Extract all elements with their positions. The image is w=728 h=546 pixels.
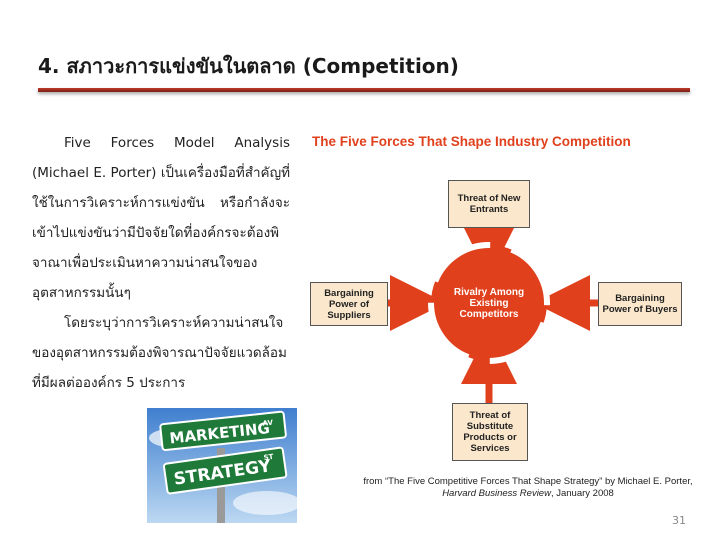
sign-bottom-suffix: ST [263, 453, 274, 462]
diagram-title: The Five Forces That Shape Industry Comp… [312, 134, 631, 149]
force-box-suppliers: Bargaining Power of Suppliers [310, 282, 388, 326]
source-journal: Harvard Business Review [442, 488, 551, 499]
street-sign-photo: MARKETING AV STRATEGY ST [147, 408, 297, 523]
force-box-buyers: Bargaining Power of Buyers [598, 282, 682, 326]
diagram-source: from “The Five Competitive Forces That S… [358, 476, 698, 500]
title-divider [38, 88, 690, 92]
center-circle [431, 245, 547, 361]
force-box-threat-of-new-entrants: Threat of New Entrants [448, 180, 530, 228]
five-forces-arrows [388, 222, 598, 403]
body-paragraph-1: Five Forces Model Analysis (Michael E. P… [32, 135, 290, 301]
force-center-rivalry: Rivalry Among Existing Competitors [453, 286, 525, 320]
force-box-substitutes: Threat of Substitute Products or Service… [452, 403, 528, 461]
source-date: , January 2008 [550, 488, 614, 499]
street-sign-illustration: MARKETING AV STRATEGY ST [147, 408, 297, 523]
body-paragraph-2: โดยระบุว่าการวิเคราะห์ความน่าสนใจของอุตส… [32, 315, 287, 391]
page-number: 31 [672, 514, 686, 527]
slide-title: 4. สภาวะการแข่งขันในตลาด (Competition) [38, 54, 459, 78]
source-prefix: from “The Five Competitive Forces That S… [363, 476, 693, 487]
sign-top-suffix: AV [262, 419, 274, 428]
body-text: Five Forces Model Analysis (Michael E. P… [32, 128, 290, 398]
five-forces-diagram: The Five Forces That Shape Industry Comp… [306, 128, 701, 508]
